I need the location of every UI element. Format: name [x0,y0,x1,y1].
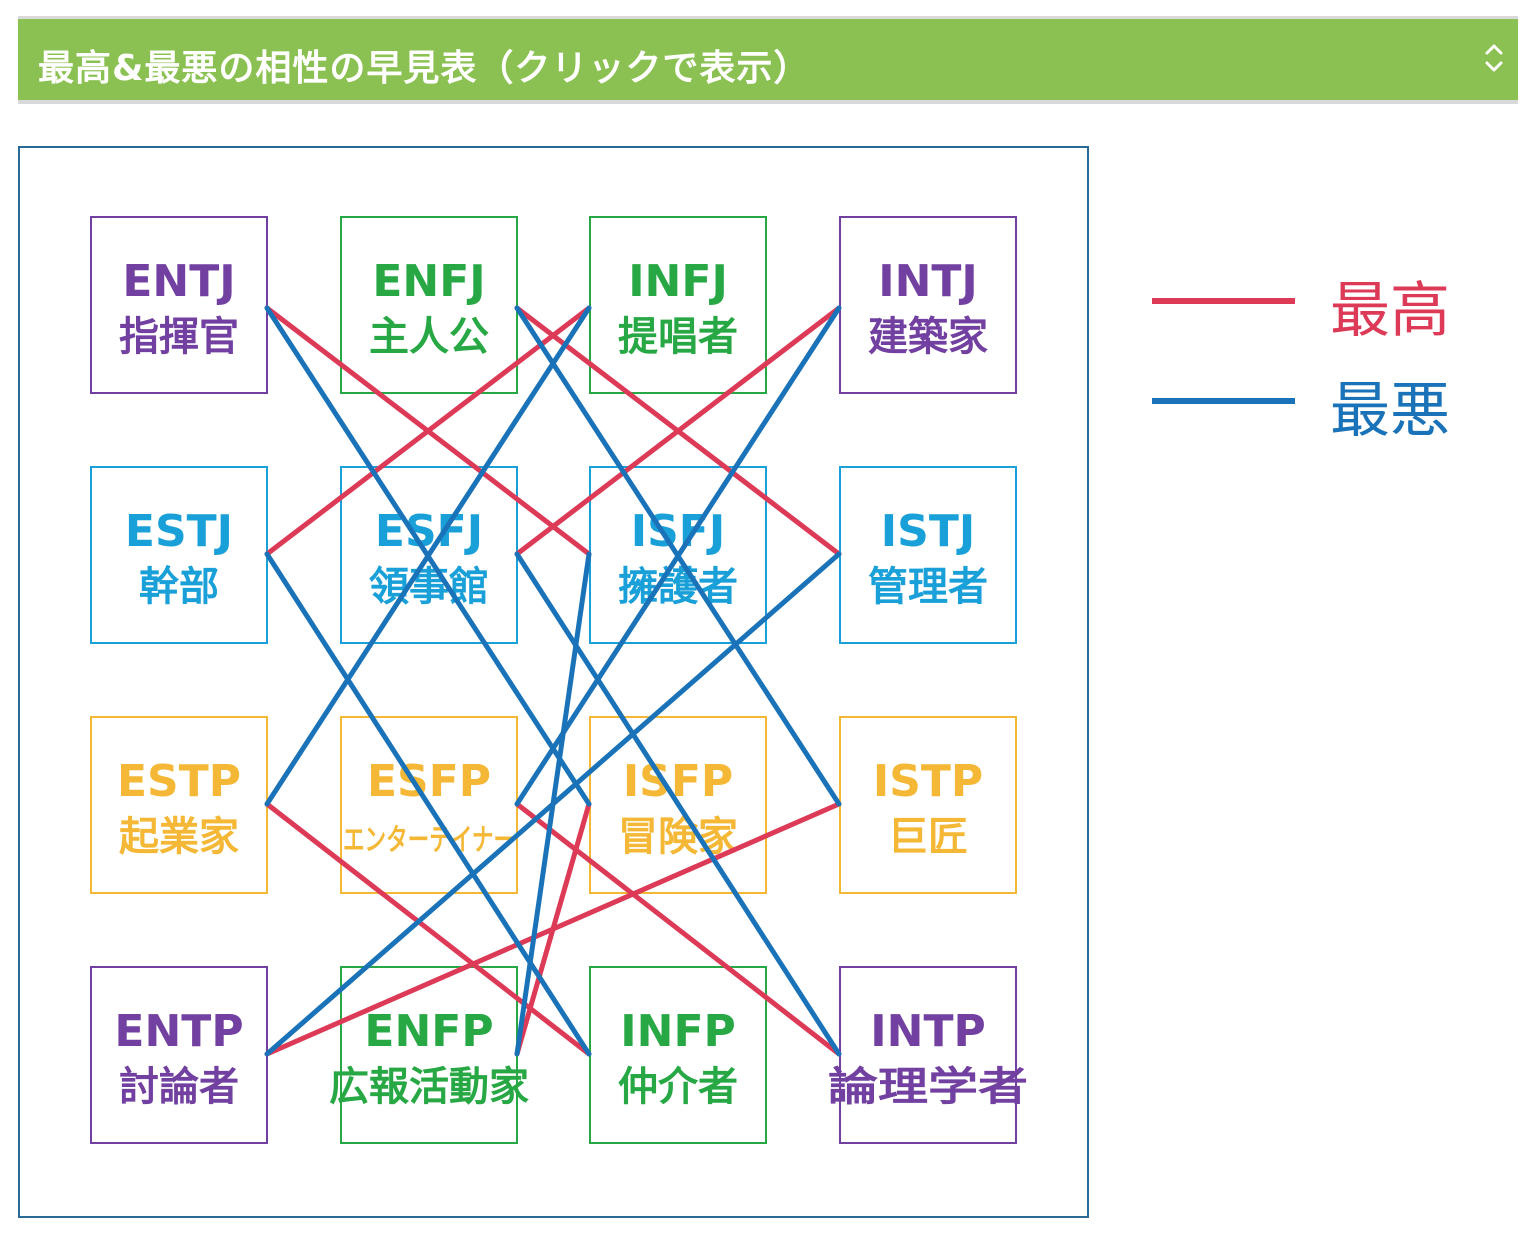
type-name-enfj: 主人公 [369,314,489,360]
type-card-border [839,216,1017,394]
type-code-esfp: ESFP [367,756,491,807]
legend-swatch-best [1152,298,1295,304]
type-card-border [589,216,767,394]
legend-label-best: 最高 [1330,276,1450,346]
worst-link-esfj-intp [514,551,842,1057]
worst-link-istj-entp [264,551,842,1057]
best-link-estp-infp [264,801,592,1057]
type-name-estj: 幹部 [139,564,219,610]
type-name-isfj: 擁護者 [618,564,738,610]
type-name-intj: 建築家 [868,314,988,360]
type-name-enfp: 広報活動家 [329,1064,529,1110]
legend-swatch-worst [1152,398,1295,404]
type-card-enfj: ENFJ 主人公 [340,216,518,394]
worst-link-intj-esfp [514,305,842,807]
type-card-estj: ESTJ 幹部 [90,466,268,644]
legend: 最高 最悪 [1150,250,1470,446]
type-code-isfj: ISFJ [631,506,726,557]
compatibility-lines [264,305,842,1057]
type-card-esfj: ESFJ 領事館 [340,466,518,644]
best-link-infj-estj [264,305,592,557]
type-card-border [839,716,1017,894]
type-code-istj: ISTJ [881,506,975,557]
type-name-entj: 指揮官 [119,314,239,360]
type-card-border [839,966,1017,1144]
legend-item-worst: 最悪 [1150,362,1470,446]
chevron-up-down-icon[interactable] [1482,37,1506,79]
type-code-estp: ESTP [117,756,241,807]
type-card-border [90,716,268,894]
type-card-border [90,216,268,394]
type-code-istp: ISTP [873,756,983,807]
type-card-entp: ENTP 討論者 [90,966,268,1144]
type-name-esfj: 領事館 [369,564,489,610]
type-name-entp: 討論者 [119,1064,239,1110]
type-card-border [839,466,1017,644]
best-link-esfp-intp [514,801,842,1057]
type-code-entp: ENTP [114,1006,243,1057]
type-card-infp: INFP 仲介者 [589,966,767,1144]
type-name-istp: 巨匠 [888,814,968,860]
type-code-infj: INFJ [628,256,728,307]
best-link-intj-esfj [514,305,842,557]
accordion-header[interactable]: 最高&最悪の相性の早見表（クリックで表示） [18,16,1518,104]
worst-link-infj-estp [264,305,592,807]
type-card-istj: ISTJ 管理者 [839,466,1017,644]
compatibility-diagram: ENTJ 指揮官 ENFJ 主人公 INFJ 提唱者 INTJ 建築家 ESTJ 幹部 ESFJ 領事… [90,216,1028,1144]
type-name-isfp: 冒険家 [618,814,738,860]
type-name-estp: 起業家 [119,814,239,860]
type-card-infj: INFJ 提唱者 [589,216,767,394]
type-name-esfp: エンターテイナー [343,823,515,858]
type-code-intp: INTP [870,1006,985,1057]
worst-link-estj-infp [264,551,592,1057]
type-code-entj: ENTJ [122,256,235,307]
type-name-istj: 管理者 [868,564,988,610]
type-card-intp: INTP 論理学者 [828,966,1028,1144]
accordion-title: 最高&最悪の相性の早見表（クリックで表示） [38,48,811,89]
type-code-estj: ESTJ [125,506,233,557]
type-code-esfj: ESFJ [375,506,483,557]
type-card-estp: ESTP 起業家 [90,716,268,894]
type-code-enfj: ENFJ [372,256,485,307]
type-card-istp: ISTP 巨匠 [839,716,1017,894]
type-card-enfp: ENFP 広報活動家 [329,966,529,1144]
legend-label-worst: 最悪 [1330,376,1450,446]
compatibility-chart-image: ENTJ 指揮官 ENFJ 主人公 INFJ 提唱者 INTJ 建築家 ESTJ 幹部 ESFJ 領事… [18,146,1089,1218]
type-name-intp: 論理学者 [828,1064,1028,1110]
type-code-intj: INTJ [878,256,978,307]
type-card-border [90,966,268,1144]
best-link-istp-entp [264,801,842,1057]
type-code-enfp: ENFP [364,1006,493,1057]
type-card-entj: ENTJ 指揮官 [90,216,268,394]
type-code-isfp: ISFP [623,756,733,807]
type-card-intj: INTJ 建築家 [839,216,1017,394]
type-card-border [340,216,518,394]
type-name-infp: 仲介者 [618,1064,738,1110]
type-name-infj: 提唱者 [618,314,738,360]
legend-item-best: 最高 [1150,262,1470,346]
type-code-infp: INFP [620,1006,736,1057]
